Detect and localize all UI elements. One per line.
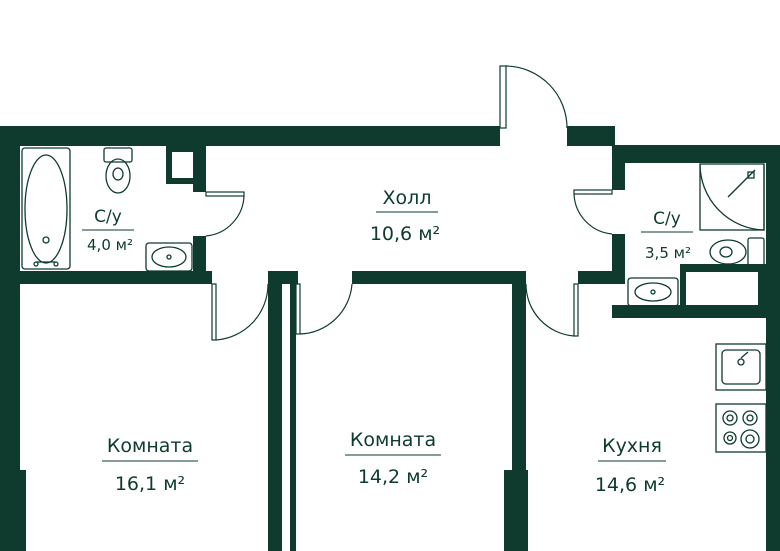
wall-left-base: [0, 470, 26, 551]
wall-shaft-right-a: [680, 264, 780, 272]
wall-left: [0, 126, 20, 551]
bathroom-left-name: С/у: [94, 207, 122, 227]
wall-right: [766, 145, 780, 551]
wall-room-mid-top: [352, 271, 518, 284]
wall-kitchen-top: [578, 271, 620, 284]
wall-bath-right-left-low: [612, 234, 625, 284]
wall-right-upper-top: [612, 145, 780, 163]
bathtub-icon: [21, 147, 71, 270]
door-swing-icon: [573, 189, 613, 235]
hall-area: 10,6 м²: [370, 223, 440, 245]
walls: [0, 126, 780, 551]
wall-shaft-right-c: [758, 264, 768, 308]
bathroom-right-name: С/у: [653, 209, 681, 229]
wall-bath-left-right: [193, 146, 206, 192]
bathroom-right-area: 3,5 м²: [645, 244, 691, 262]
room-left-area: 16,1 м²: [115, 473, 185, 495]
wall-bath-right-left: [612, 145, 625, 190]
room-labels: С/у 4,0 м² Холл 10,6 м² С/у 3,5 м² Комна…: [82, 187, 693, 496]
bathroom-left-area: 4,0 м²: [87, 236, 133, 254]
sink-icon: [627, 277, 679, 307]
wall-bath-right-bottom-a: [612, 305, 780, 318]
wall-shaft-a: [166, 146, 194, 152]
wall-room-left-top: [206, 271, 212, 284]
kitchen-sink-icon: [715, 343, 767, 391]
wall-room-div-1-v: [268, 271, 282, 551]
door-swing-icon: [295, 283, 353, 335]
wall-shaft-right-b: [680, 264, 686, 308]
door-swing-icon: [205, 191, 245, 237]
shower-icon: [699, 163, 765, 231]
room-left-name: Комната: [107, 435, 193, 457]
door-swing-icon: [211, 283, 269, 341]
wall-shaft-b: [166, 146, 172, 184]
wall-bath-left-bottom: [0, 271, 206, 284]
room-middle-name: Комната: [350, 429, 436, 451]
kitchen-area: 14,6 м²: [595, 474, 665, 496]
toilet-icon: [709, 237, 765, 267]
toilet-icon: [103, 147, 133, 194]
sink-icon: [145, 242, 193, 272]
fixtures: [21, 147, 767, 453]
wall-top-right: [567, 126, 615, 146]
wall-room-div-2-v2: [504, 470, 528, 551]
room-middle-area: 14,2 м²: [358, 466, 428, 488]
stove-icon: [715, 403, 767, 453]
hall-name: Холл: [383, 187, 432, 209]
wall-top-left: [0, 126, 500, 146]
door-swing-icon: [499, 65, 568, 129]
wall-room-div-1-v2: [290, 284, 296, 551]
door-swing-icon: [525, 283, 579, 337]
doors: [205, 65, 613, 341]
kitchen-name: Кухня: [602, 435, 662, 457]
wall-shaft-c: [166, 178, 194, 184]
